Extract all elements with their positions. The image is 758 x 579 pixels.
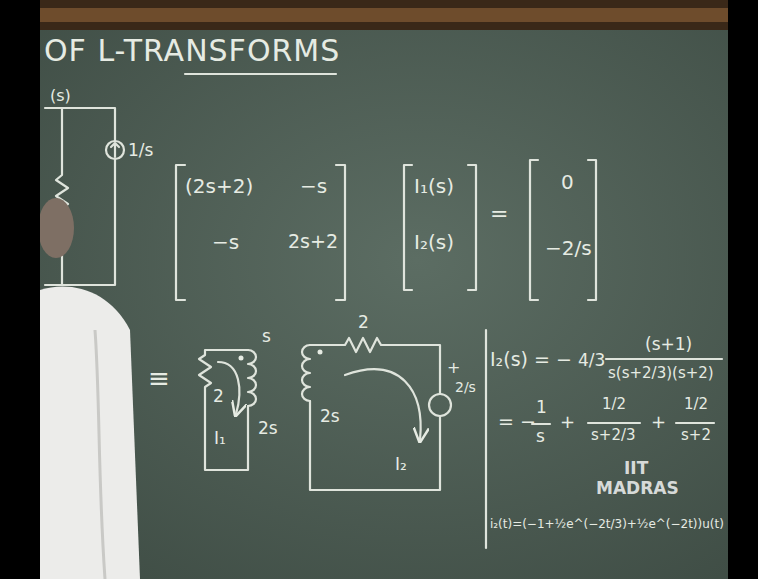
matrix-cell: 2s+2 bbox=[288, 232, 338, 251]
resistor-value: 2 bbox=[358, 314, 369, 331]
equation: = − bbox=[498, 412, 536, 431]
lecturer-shirt bbox=[40, 286, 140, 579]
inductor-symbol bbox=[248, 350, 256, 406]
current-source-symbol bbox=[106, 141, 124, 159]
equation: s+2 bbox=[681, 428, 711, 443]
shirt-fold bbox=[95, 330, 105, 579]
current-source-arrow bbox=[111, 143, 119, 157]
current-name: (s) bbox=[50, 88, 71, 104]
fraction-bar bbox=[676, 422, 714, 424]
equation: 4/3 bbox=[578, 352, 605, 369]
wire bbox=[310, 338, 440, 490]
equation: s(s+2/3)(s+2) bbox=[608, 366, 714, 381]
divider-line bbox=[485, 330, 487, 548]
matrix-cell: I₁(s) bbox=[414, 176, 454, 196]
equation: + bbox=[651, 413, 666, 431]
mesh-current: I₁ bbox=[214, 430, 226, 447]
equation: + bbox=[560, 413, 575, 431]
matrix-cell: I₂(s) bbox=[414, 232, 454, 252]
equation: (s+1) bbox=[645, 336, 692, 353]
mesh-current: I₂ bbox=[395, 456, 407, 473]
watermark: MADRAS bbox=[596, 480, 679, 497]
equation: 1/2 bbox=[684, 397, 708, 412]
matrix-bracket bbox=[588, 160, 596, 300]
equation: 1/2 bbox=[602, 397, 626, 412]
wood-strip bbox=[40, 8, 730, 22]
resistor-symbol bbox=[56, 108, 68, 285]
inductor-symbol bbox=[302, 345, 310, 401]
matrix-bracket bbox=[404, 165, 412, 290]
equation: s+2/3 bbox=[591, 428, 636, 443]
wire bbox=[199, 350, 248, 470]
equation: i₂(t)=(−1+½e^(−2t/3)+½e^(−2t))u(t) bbox=[490, 518, 724, 530]
wire bbox=[45, 108, 115, 285]
letterbox-right bbox=[728, 0, 758, 579]
title-underline bbox=[185, 73, 336, 75]
matrix-bracket bbox=[468, 165, 476, 290]
matrix-cell: 0 bbox=[561, 172, 574, 192]
title: OF L-TRANSFORMS bbox=[44, 36, 340, 66]
lecturer-head bbox=[38, 198, 74, 258]
source-value: 1/s bbox=[128, 142, 153, 159]
wood-frame bbox=[0, 0, 758, 30]
voltage-source-symbol bbox=[429, 394, 451, 416]
inductor-value: 2s bbox=[258, 420, 278, 437]
fraction-bar bbox=[588, 422, 640, 424]
polarity-sign: + bbox=[447, 360, 460, 376]
letterbox-left bbox=[0, 0, 40, 579]
fraction-bar bbox=[606, 358, 722, 360]
equivalence-sign: ≡ bbox=[148, 365, 170, 391]
resistor-value: 2 bbox=[213, 388, 224, 405]
mesh-current-arrow bbox=[345, 369, 421, 440]
letterbox-left bbox=[0, 0, 40, 579]
inductor-value: 2s bbox=[320, 408, 340, 425]
matrix-cell: −2/s bbox=[545, 238, 592, 258]
matrix-bracket bbox=[530, 160, 538, 300]
equation: s bbox=[536, 428, 545, 445]
equals-sign: = bbox=[490, 203, 508, 225]
equation: 1 bbox=[536, 399, 547, 416]
source-value: 2/s bbox=[455, 380, 476, 394]
matrix-cell: (2s+2) bbox=[185, 176, 253, 196]
matrix-cell: −s bbox=[300, 176, 327, 196]
polarity-dot bbox=[239, 356, 244, 361]
equation: I₂(s) = − bbox=[490, 350, 572, 369]
polarity-dot bbox=[318, 350, 323, 355]
mutual-inductance: s bbox=[262, 328, 271, 345]
watermark: IIT bbox=[624, 460, 648, 477]
matrix-bracket bbox=[176, 165, 185, 300]
matrix-cell: −s bbox=[212, 232, 239, 252]
